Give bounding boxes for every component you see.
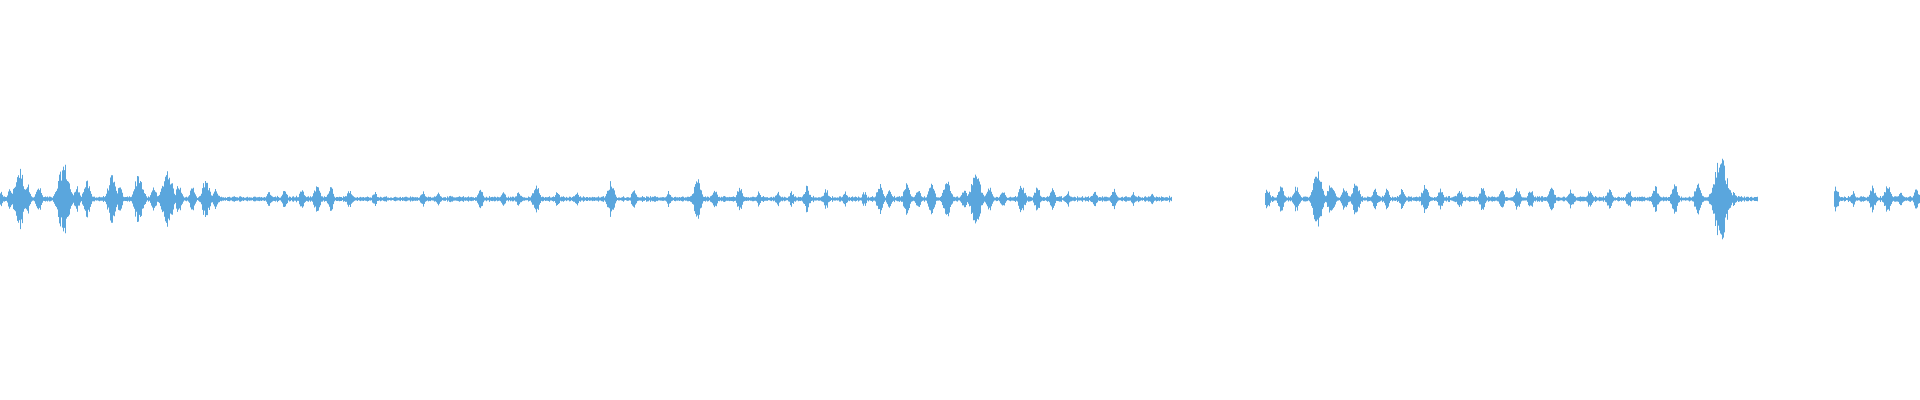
waveform-trace <box>1834 185 1920 213</box>
waveform-segment-1 <box>0 164 1172 234</box>
waveform-segments <box>0 158 1920 240</box>
waveform-segment-3 <box>1834 185 1920 213</box>
waveform-trace <box>1265 158 1758 240</box>
waveform-segment-2 <box>1265 158 1758 240</box>
waveform-trace <box>0 164 1172 234</box>
